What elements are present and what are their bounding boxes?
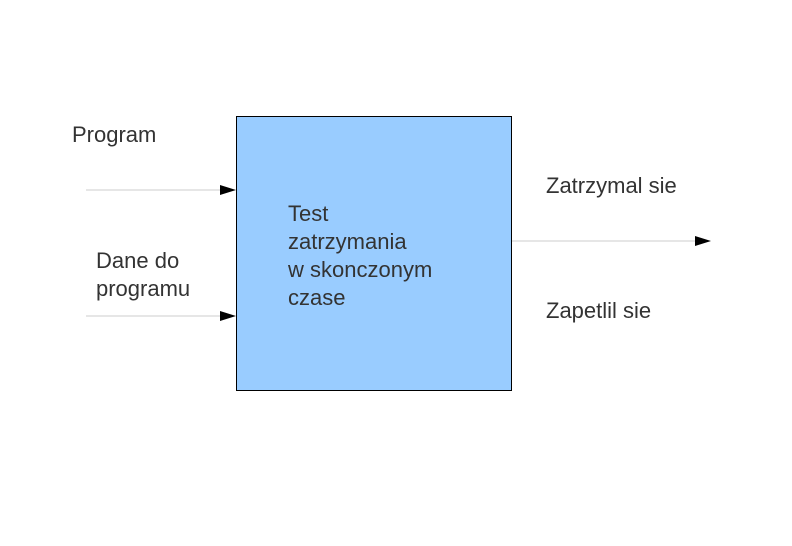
output-label-halted: Zatrzymal sie [546, 173, 677, 198]
process-label: Test zatrzymania w skonczonym czase [288, 201, 433, 310]
process-box [236, 116, 512, 391]
output-label-looped: Zapetlil sie [546, 298, 652, 323]
arrow-data-input [86, 311, 236, 321]
input-label-program: Program [72, 122, 157, 147]
arrow-output [511, 236, 711, 246]
input-label-data: Dane do programu [96, 248, 191, 301]
arrow-program-input [86, 185, 236, 195]
